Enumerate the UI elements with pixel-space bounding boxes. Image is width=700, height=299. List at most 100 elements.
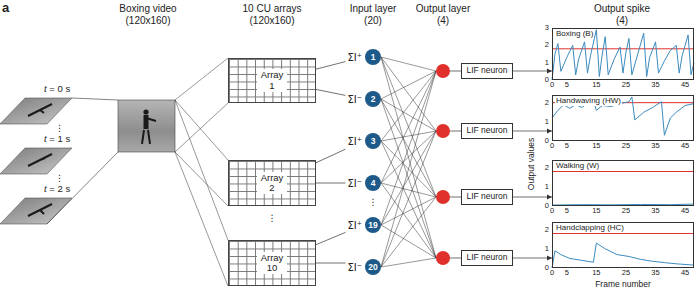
signal-label: ΣI⁺ [347, 220, 362, 231]
column-heading: (120x160) [249, 15, 294, 27]
neuron-number: 4 [365, 175, 381, 191]
axis-tick: 15 [592, 142, 600, 150]
axis-tick: 5 [565, 207, 569, 215]
spike-plot [552, 233, 694, 268]
signal-label: ΣI⁻ [347, 178, 362, 189]
neuron-label: LIF neuron [466, 253, 507, 263]
input-neuron: ΣI⁺1 [345, 48, 381, 66]
neuron-label: LIF neuron [466, 126, 507, 136]
axis-tick: 2 [545, 99, 549, 107]
input-neuron: ΣI⁻4 [345, 174, 381, 192]
column-heading: (120x160) [125, 15, 170, 27]
array-label: Array 1 [257, 69, 287, 92]
array-label: Array 10 [257, 252, 287, 275]
connector-line [513, 257, 552, 258]
connector-line [316, 89, 345, 95]
spike-trace [552, 30, 694, 80]
output-chart: Handclapping (HC) [552, 222, 694, 268]
connector-line [316, 232, 345, 244]
axis-title: Output values [527, 138, 537, 190]
axis-tick: 15 [592, 269, 600, 277]
chart-title: Handclapping (HC) [555, 224, 625, 233]
input-neuron: ΣI⁺3 [345, 132, 381, 150]
axis-tick: 45 [681, 81, 689, 89]
person-limbs [142, 118, 156, 144]
axis-tick: 35 [651, 142, 659, 150]
lif-neuron-box: LIF neuron [461, 123, 512, 139]
input-neuron: ΣI⁺19 [345, 216, 381, 234]
signal-label: ΣI⁺ [347, 52, 362, 63]
neuron-number: 19 [365, 217, 381, 233]
time-label: t = 1 s [44, 134, 70, 145]
lif-neuron-box: LIF neuron [461, 250, 512, 266]
spike-plot [552, 171, 694, 205]
axis-tick: 0 [545, 76, 549, 84]
video-frame [0, 198, 72, 224]
chart-title: Handwaving (HW) [555, 97, 622, 106]
input-neuron: ΣI⁻20 [345, 258, 381, 276]
connector [316, 183, 345, 184]
axis-tick: 15 [592, 81, 600, 89]
spike-plot [552, 30, 694, 80]
axis-tick: 1 [545, 245, 549, 253]
time-label: t = 0 s [44, 84, 70, 95]
ellipsis: ⋮ [55, 123, 64, 133]
axis-tick: 1 [545, 118, 549, 126]
column-heading: Output layer [416, 3, 470, 15]
person-figure [28, 204, 52, 216]
neuron-number: 2 [365, 91, 381, 107]
axis-tick: 2 [545, 41, 549, 49]
axis-title: Frame number [595, 280, 651, 290]
axis-tick: 1 [545, 59, 549, 67]
connector [316, 232, 345, 244]
connector-line [316, 149, 345, 163]
axis-tick: 45 [681, 142, 689, 150]
video-frame [0, 148, 72, 174]
output-neuron [436, 251, 450, 265]
video-frame [0, 98, 72, 224]
axis-tick: 45 [681, 269, 689, 277]
input-neuron: ΣI⁻2 [345, 90, 381, 108]
axis-tick: 0 [550, 207, 554, 215]
connector [513, 68, 552, 73]
axis-tick: 0 [545, 202, 549, 210]
ellipsis: ⋮ [268, 213, 277, 223]
axis-tick: 3 [545, 24, 549, 32]
person-figure [142, 109, 156, 144]
threshold-line [552, 233, 694, 234]
axis-tick: 35 [651, 207, 659, 215]
ellipsis: ⋮ [369, 197, 378, 207]
column-heading: Output spike [594, 3, 650, 15]
axis-tick: 25 [622, 207, 630, 215]
connector [513, 194, 552, 199]
array-label: Array 2 [257, 172, 287, 195]
column-heading: (4) [616, 15, 628, 27]
output-neuron [436, 124, 450, 138]
output-chart: Walking (W) [552, 160, 694, 206]
axis-tick: 15 [592, 207, 600, 215]
axis-tick: 2 [545, 164, 549, 172]
output-neuron [436, 190, 450, 204]
spike-trace [552, 97, 694, 135]
output-neurons [436, 64, 450, 265]
output-chart: Boxing (B) [552, 28, 694, 80]
person-figure [28, 104, 52, 116]
threshold-line [552, 171, 694, 172]
spike-trace [552, 243, 694, 268]
axis-tick: 0 [550, 269, 554, 277]
connector-line [316, 183, 345, 184]
column-heading: 10 CU arrays [243, 3, 302, 15]
axis-tick: 0 [545, 137, 549, 145]
cu-array: Array 10 [228, 240, 316, 286]
axis-tick: 0 [545, 264, 549, 272]
fan-lines [175, 58, 228, 286]
signal-label: ΣI⁻ [347, 262, 362, 273]
connector-line [513, 130, 552, 131]
axis-tick: 5 [565, 81, 569, 89]
lif-neuron-box: LIF neuron [461, 189, 512, 205]
cu-array: Array 1 [228, 58, 316, 103]
spike-plot [552, 97, 694, 135]
output-chart: Handwaving (HW) [552, 95, 694, 141]
column-heading: (20) [364, 15, 382, 27]
synapse-lines [381, 57, 436, 267]
